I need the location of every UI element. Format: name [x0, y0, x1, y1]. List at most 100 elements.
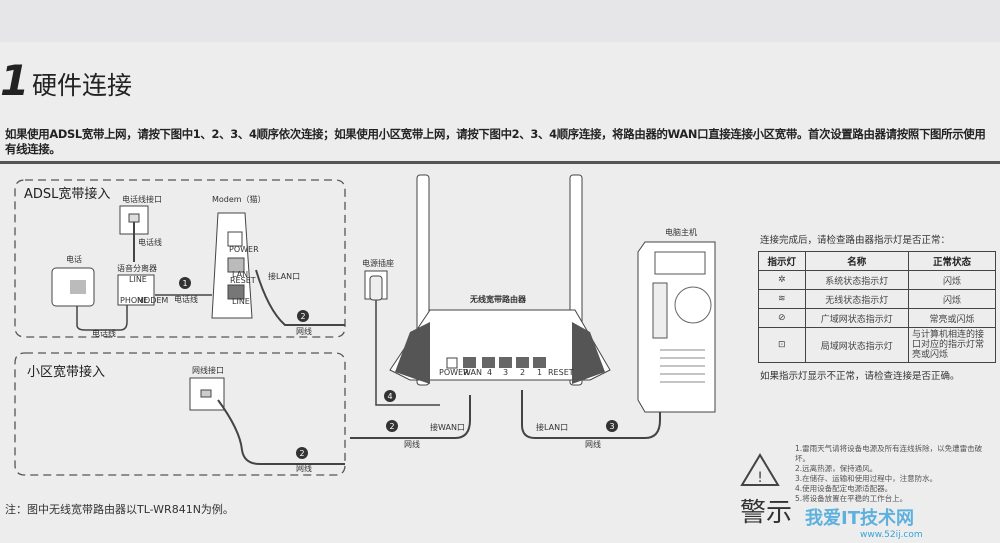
router-feet: [395, 322, 605, 384]
watermark: 我爱IT技术网: [805, 508, 914, 529]
status-intro: 连接完成后，请检查路由器指示灯是否正常：: [760, 235, 951, 246]
lan-hint: 接LAN口: [268, 271, 300, 281]
table-row: ⊘ 广域网状态指示灯 常亮或闪烁: [758, 308, 996, 328]
table-row: ≋ 无线状态指示灯 闪烁: [758, 289, 996, 309]
wan-cable: [350, 395, 471, 439]
modem-phone-cable-label: 电话线: [174, 294, 198, 304]
net-jack: [189, 377, 225, 411]
col-indicator: 指示灯: [758, 251, 806, 271]
community-net-cable-label: 网线: [296, 463, 312, 473]
page-title: 硬件连接: [32, 71, 133, 100]
adsl-title: ADSL宽带接入: [24, 187, 111, 202]
step3-marker: [606, 420, 618, 432]
router-label: 无线宽带路由器: [469, 294, 527, 304]
pc-vents: [660, 349, 705, 383]
port-3-label: 3: [503, 368, 508, 377]
step2-marker-router: [386, 420, 398, 432]
step2-number-router: 2: [389, 422, 394, 431]
globe-icon: ⊘: [758, 308, 806, 328]
table-row: ✲ 系统状态指示灯 闪烁: [758, 270, 996, 290]
modem-port-power: POWER: [229, 245, 259, 254]
splitter-phone-port: PHONE: [120, 296, 148, 305]
warning-item: 3.在储存、运输和使用过程中，注意防水。: [795, 474, 938, 483]
step3-number: 3: [609, 422, 614, 431]
step2-number: 2: [300, 312, 305, 321]
phone-line-label: 电话线: [138, 237, 162, 247]
pc-label: 电脑主机: [665, 227, 697, 237]
indicator-table: 指示灯 名称 正常状态 ✲ 系统状态指示灯 闪烁 ≋ 无线状态指示灯 闪烁 ⊘ …: [758, 251, 996, 363]
modem-port-reset: RESET: [230, 276, 256, 285]
warning-item: 4.使用设备配定电源适配器。: [795, 484, 893, 493]
footnote: 注：图中无线宽带路由器以TL-WR841N为例。: [5, 503, 234, 516]
port-2-label: 2: [520, 368, 525, 377]
step4-number: 4: [387, 392, 392, 401]
divider: [0, 161, 1000, 164]
step1-marker: [179, 277, 191, 289]
modem-port-line: LINE: [232, 297, 250, 306]
modem-power-port: [227, 231, 243, 247]
step2-marker-community: [296, 447, 308, 459]
status-block: 连接完成后，请检查路由器指示灯是否正常： 指示灯 名称 正常状态 ✲ 系统状态指…: [758, 232, 996, 382]
modem-port-lan: LAN: [232, 270, 248, 279]
col-name: 名称: [804, 251, 909, 271]
section-number: 1: [0, 56, 30, 105]
splitter: [117, 274, 155, 306]
phone-keypad: [70, 280, 86, 294]
splitter-label: 语音分离器: [117, 263, 157, 273]
power-adapter: [369, 275, 383, 301]
router-ports: [446, 357, 546, 369]
phone-cable-label: 电话线: [92, 328, 116, 338]
warning-item: 2.远离热源，保持通风。: [795, 464, 878, 473]
scan-top-band: [0, 0, 1000, 42]
modem-lan-port: [227, 257, 245, 273]
splitter-modem-port: MODEM: [137, 296, 168, 305]
community-title: 小区宽带接入: [27, 365, 106, 380]
lan-hint-router: 接LAN口: [536, 422, 568, 432]
pc-io-panel: [652, 282, 668, 339]
net-jack-socket: [200, 389, 212, 398]
port-power-label: POWER: [439, 368, 469, 377]
net-jack-label: 网线接口: [192, 365, 224, 375]
power-cable: [375, 300, 440, 406]
modem-line-port: [227, 284, 245, 300]
port-reset-label: RESET: [548, 368, 574, 377]
community-box: [14, 352, 346, 476]
warning-icon: [740, 453, 780, 486]
warning-title: 警示: [740, 498, 793, 528]
pc-fan: [674, 286, 712, 324]
community-net-cable: [217, 399, 345, 465]
lan-cable: [521, 335, 661, 439]
phone-jack-socket: [128, 213, 140, 223]
status-after: 如果指示灯显示不正常，请检查连接是否正确。: [760, 371, 960, 382]
table-row: ⊡ 局域网状态指示灯 与计算机相连的接口对应的指示灯常亮或闪烁: [758, 327, 996, 363]
intro-text: 如果使用ADSL宽带上网，请按下图中1、2、3、4顺序依次连接；如果使用小区宽带…: [5, 127, 986, 156]
gear-icon: ✲: [758, 270, 806, 290]
phone-cable: [76, 305, 128, 331]
port-4-label: 4: [487, 368, 492, 377]
col-state: 正常状态: [908, 251, 996, 271]
pc-power-panel: [654, 251, 706, 275]
splitter-line-port: LINE: [129, 275, 147, 284]
warning-list: 1.雷雨天气请将设备电源及所有连线拆除，以免遭雷击破坏。 2.远离热源，保持通风…: [795, 444, 995, 504]
power-socket-label: 电源插座: [362, 258, 394, 268]
port-wan-label: WAN: [463, 368, 482, 377]
step2-number-community: 2: [299, 449, 304, 458]
watermark-url: www.52ij.com: [860, 530, 923, 540]
phone-jack-label: 电话线接口: [122, 194, 162, 204]
port-1-label: 1: [537, 368, 542, 377]
warning-item: 5.将设备放置在平稳的工作台上。: [795, 494, 908, 503]
wifi-icon: ≋: [758, 289, 806, 309]
modem-net-cable-label: 网线: [296, 326, 312, 336]
adsl-box: [14, 179, 346, 338]
router: [389, 309, 611, 381]
wan-net-cable-label: 网线: [404, 439, 420, 449]
lan-net-cable-label: 网线: [585, 439, 601, 449]
lan-icon: ⊡: [758, 327, 806, 363]
wan-hint: 接WAN口: [430, 422, 465, 432]
step4-marker: [384, 390, 396, 402]
warning-item: 1.雷雨天气请将设备电源及所有连线拆除，以免遭雷击破坏。: [795, 444, 983, 463]
step1-number: 1: [182, 279, 187, 288]
modem-net-cable: [255, 269, 345, 326]
phone-label: 电话: [66, 254, 82, 264]
